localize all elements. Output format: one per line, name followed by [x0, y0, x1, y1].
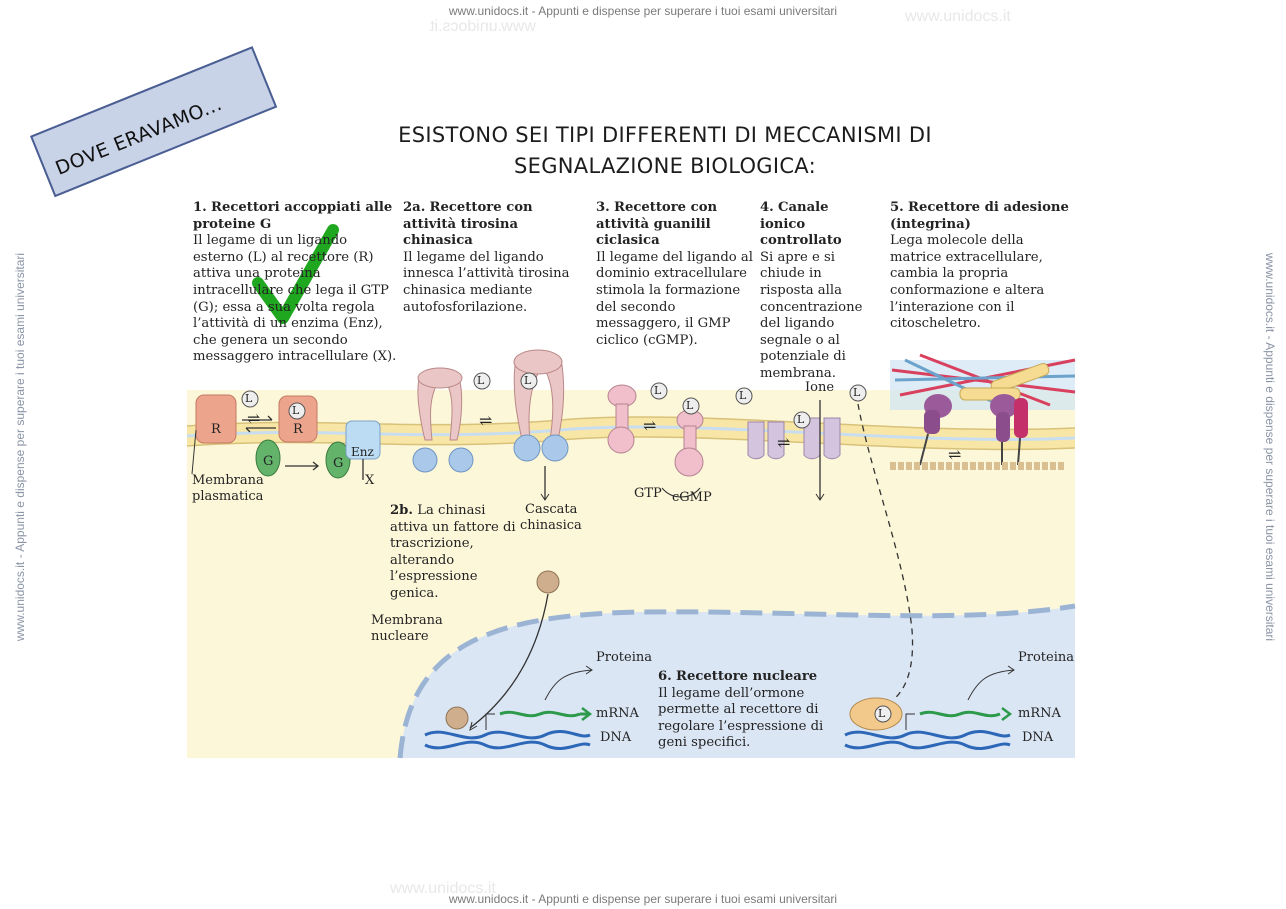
ligand-circle [682, 397, 700, 415]
ligand-circle [735, 387, 753, 405]
mechanism-6-heading: Recettore nucleare [675, 669, 818, 684]
ligand-circle [650, 382, 668, 400]
label-ligand: L [739, 389, 747, 402]
g-protein-inactive [255, 439, 281, 477]
label-kinase-cascade: chinasica [520, 518, 582, 533]
mechanism-5-body: Lega molecole della matrice extracellula… [890, 233, 1045, 332]
label-g-protein: G [263, 454, 274, 469]
mechanism-4-body: Si apre e si chiude in risposta alla con… [760, 249, 863, 381]
label-g-protein: G [333, 456, 344, 471]
ligand-circle [520, 372, 538, 390]
mechanism-2a-body: Il legame del ligando innesca l’attività… [403, 249, 570, 315]
label-receptor: R [211, 422, 221, 437]
mechanism-2b-num: 2b. [390, 503, 413, 518]
label-ligand: L [654, 384, 662, 397]
mechanism-3-num: 3. [596, 200, 610, 215]
page-title: ESISTONO SEI TIPI DIFFERENTI DI MECCANIS… [340, 120, 990, 182]
equilibrium-arrows: ⇌ [643, 416, 657, 435]
mechanism-1-heading: Recettori accoppiati alle proteine G [193, 200, 393, 232]
label-protein: Proteina [596, 650, 652, 665]
label-enzyme: Enz [351, 445, 374, 459]
mechanism-1-text: 1. Recettori accoppiati alle proteine G … [193, 200, 398, 366]
mrna-right [919, 710, 1001, 718]
label-dna: DNA [600, 730, 632, 745]
mechanism-6-text: 6. Recettore nucleare Il legame dell’orm… [658, 669, 838, 752]
mechanism-1-body: Il legame di un ligando esterno (L) al r… [193, 233, 397, 365]
label-cgmp: cGMP [672, 490, 712, 505]
watermark-faint: www.unidocs.it [905, 8, 1011, 25]
label-ligand: L [245, 392, 253, 405]
mechanism-2a-heading: Recettore con attività tirosina chinasic… [403, 200, 533, 249]
label-dna: DNA [1022, 730, 1054, 745]
label-ligand: L [686, 399, 694, 412]
mechanism-3-text: 3. Recettore con attività guanilil cicla… [596, 200, 756, 349]
mechanism-2b-text: 2b. La chinasi attiva un fattore di tras… [390, 503, 522, 603]
label-plasma-membrane: Membrana [192, 473, 264, 488]
mechanism-4-num: 4. [760, 200, 774, 215]
label-nuclear-membrane: Membrana [371, 613, 443, 628]
label-protein: Proteina [1018, 650, 1074, 665]
label-mrna: mRNA [596, 706, 639, 721]
title-line-1: ESISTONO SEI TIPI DIFFERENTI DI MECCANIS… [398, 123, 932, 147]
mechanism-6-body: Il legame dell’ormone permette al recett… [658, 685, 824, 751]
label-receptor: R [293, 422, 303, 437]
mechanism-3-body: Il legame del ligando al dominio extrace… [596, 249, 753, 348]
ligand-circle [793, 411, 811, 429]
watermark-top: www.unidocs.it - Appunti e dispense per … [448, 4, 838, 18]
watermark-faint: www.unidocs.it [390, 880, 496, 897]
equilibrium-arrows: ⇌ [777, 433, 791, 452]
ligand-circle [473, 372, 491, 390]
tyrosine-kinase-receptor [417, 374, 441, 441]
label-ligand: L [292, 404, 300, 417]
label-ligand: L [797, 413, 805, 426]
mechanism-2b-body: La chinasi attiva un fattore di trascriz… [390, 503, 516, 601]
label-ligand: L [853, 386, 861, 399]
mechanism-6-num: 6. [658, 669, 672, 684]
ion-channel-closed [747, 421, 765, 460]
transcription-factor [536, 570, 560, 594]
label-ion: Ione [805, 380, 835, 395]
label-second-messenger: X [365, 473, 375, 488]
ligand-circle [849, 384, 867, 402]
mechanism-5-text: 5. Recettore di adesione (integrina) Leg… [890, 200, 1070, 333]
dna-helix-right [844, 729, 1011, 751]
mechanism-2a-num: 2a. [403, 200, 426, 215]
equilibrium-arrows: ⇌ [948, 445, 962, 464]
mechanism-2a-text: 2a. Recettore con attività tirosina chin… [403, 200, 583, 316]
label-plasma-membrane: plasmatica [192, 489, 264, 504]
label-ligand: L [878, 707, 886, 720]
title-line-2: SEGNALAZIONE BIOLOGICA: [514, 154, 816, 178]
label-mrna: mRNA [1018, 706, 1061, 721]
label-ligand: L [524, 374, 532, 387]
dna-helix-left [424, 729, 591, 751]
watermark-bottom: www.unidocs.it - Appunti e dispense per … [448, 892, 838, 906]
equilibrium-arrows: ⇌ [247, 409, 261, 428]
checkmark-icon [252, 224, 339, 324]
label-kinase-cascade: Cascata [525, 502, 578, 517]
mechanism-5-num: 5. [890, 200, 904, 215]
mechanism-1-num: 1. [193, 200, 207, 215]
mechanism-4-heading: Canale ionico controllato [760, 200, 842, 249]
label-gtp: GTP [634, 486, 662, 501]
g-protein-active [325, 441, 351, 479]
receptor-r-inactive [195, 394, 237, 444]
ligand-circle [288, 402, 306, 420]
label-ligand: L [477, 374, 485, 387]
mechanism-3-heading: Recettore con attività guanilil ciclasic… [596, 200, 718, 249]
nuclear-envelope [397, 603, 1076, 759]
ligand-circle [874, 705, 892, 723]
mechanism-5-heading: Recettore di adesione (integrina) [890, 200, 1069, 232]
mrna-left [499, 710, 581, 718]
label-nuclear-membrane: nucleare [371, 629, 429, 644]
ligand-circle [241, 390, 259, 408]
mechanism-4-text: 4. Canale ionico controllato Si apre e s… [760, 200, 878, 383]
equilibrium-arrows: ⇌ [479, 411, 493, 430]
